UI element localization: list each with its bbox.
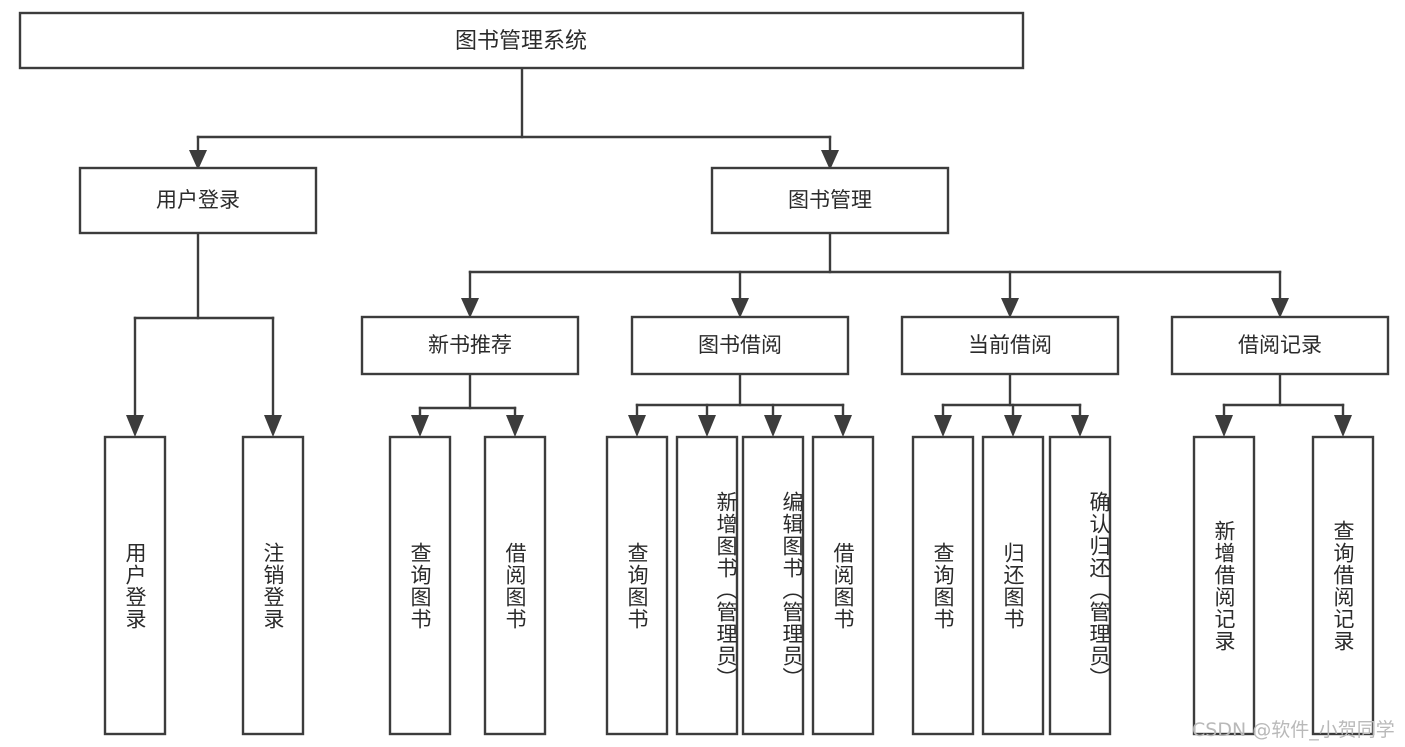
leaf-box-user-login-2[interactable] bbox=[241, 435, 305, 736]
node-current-borrow-label: 当前借阅 bbox=[968, 333, 1052, 357]
arrow-current-l2 bbox=[1004, 415, 1022, 437]
arrow-book-mgmt-c3 bbox=[1001, 298, 1019, 318]
node-root-label: 图书管理系统 bbox=[455, 29, 587, 54]
node-root-box[interactable] bbox=[18, 11, 1025, 70]
arrow-book-mgmt-c2 bbox=[731, 298, 749, 318]
arrow-current-l1 bbox=[934, 415, 952, 437]
node-book-borrow-label: 图书借阅 bbox=[698, 333, 782, 357]
node-user-login[interactable]: 用户登录 bbox=[78, 166, 318, 235]
leaf-box-current-1[interactable] bbox=[911, 435, 975, 736]
node-current-borrow[interactable]: 当前借阅 bbox=[900, 315, 1120, 376]
arrow-user-login-leaf1 bbox=[126, 415, 144, 437]
node-new-book-recommend[interactable]: 新书推荐 bbox=[360, 315, 580, 376]
node-user-login-label: 用户登录 bbox=[156, 188, 240, 212]
arrow-record-l2 bbox=[1334, 415, 1352, 437]
leaf-box-current-2[interactable] bbox=[981, 435, 1045, 736]
node-root[interactable]: 图书管理系统 bbox=[18, 11, 1025, 70]
leaf-box-borrow-2[interactable] bbox=[675, 435, 739, 736]
arrow-borrow-l3 bbox=[764, 415, 782, 437]
leaf-box-borrow-3[interactable] bbox=[741, 435, 805, 736]
arrow-recommend-l1 bbox=[411, 415, 429, 437]
node-borrow-record-label: 借阅记录 bbox=[1238, 333, 1322, 357]
node-book-borrow-box[interactable] bbox=[630, 315, 850, 376]
leaf-box-borrow-4[interactable] bbox=[811, 435, 875, 736]
leaf-box-record-1[interactable] bbox=[1192, 435, 1256, 736]
node-borrow-record[interactable]: 借阅记录 bbox=[1170, 315, 1390, 376]
node-new-book-recommend-label: 新书推荐 bbox=[428, 333, 512, 357]
arrow-recommend-l2 bbox=[506, 415, 524, 437]
arrow-borrow-l4 bbox=[834, 415, 852, 437]
node-new-book-recommend-box[interactable] bbox=[360, 315, 580, 376]
node-book-management-box[interactable] bbox=[710, 166, 950, 235]
arrow-book-mgmt-c4 bbox=[1271, 298, 1289, 318]
arrow-root-to-book-mgmt bbox=[821, 150, 839, 170]
watermark-text: CSDN @软件_小贺同学 bbox=[1192, 719, 1395, 741]
leaf-box-borrow-1[interactable] bbox=[605, 435, 669, 736]
arrow-borrow-l1 bbox=[628, 415, 646, 437]
arrow-root-to-user-login bbox=[189, 150, 207, 170]
arrow-record-l1 bbox=[1215, 415, 1233, 437]
node-user-login-box[interactable] bbox=[78, 166, 318, 235]
leaf-box-user-login-1[interactable] bbox=[103, 435, 167, 736]
leaf-boxes bbox=[103, 435, 1375, 736]
node-borrow-record-box[interactable] bbox=[1170, 315, 1390, 376]
arrow-user-login-leaf2 bbox=[264, 415, 282, 437]
node-book-borrow[interactable]: 图书借阅 bbox=[630, 315, 850, 376]
leaf-box-recommend-1[interactable] bbox=[388, 435, 452, 736]
leaf-box-current-3[interactable] bbox=[1048, 435, 1112, 736]
leaf-box-recommend-2[interactable] bbox=[483, 435, 547, 736]
node-book-management-label: 图书管理 bbox=[788, 188, 872, 212]
arrow-current-l3 bbox=[1071, 415, 1089, 437]
node-current-borrow-box[interactable] bbox=[900, 315, 1120, 376]
arrow-book-mgmt-c1 bbox=[461, 298, 479, 318]
leaf-box-record-2[interactable] bbox=[1311, 435, 1375, 736]
connectors bbox=[126, 66, 1352, 437]
node-book-management[interactable]: 图书管理 bbox=[710, 166, 950, 235]
arrow-borrow-l2 bbox=[698, 415, 716, 437]
